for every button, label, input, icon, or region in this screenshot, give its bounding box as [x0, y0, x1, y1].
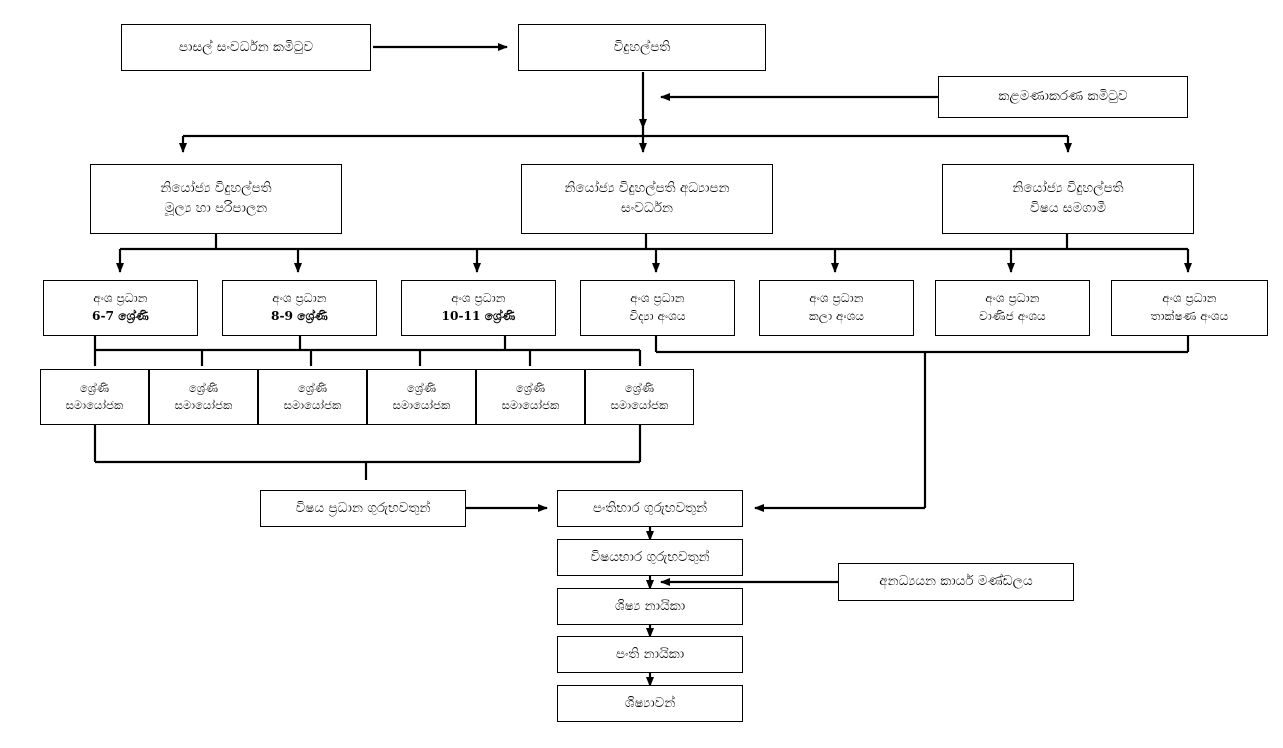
node-label-line2: සමායෝජක — [174, 398, 233, 412]
node-section-head-commerce[interactable]: අංශ ප්‍රධාන වාණිජ අංශය — [935, 280, 1090, 336]
node-label-line2: සමායෝජක — [283, 398, 342, 412]
node-section-head-science[interactable]: අංශ ප්‍රධාන විද්‍යා අංශය — [580, 280, 735, 336]
node-grade-coordinator-6[interactable]: ශ්‍රේණි සමායෝජක — [585, 369, 694, 425]
node-label: පංතිභාර ගුරුභවතුන් — [592, 499, 708, 516]
node-grade-coordinator-1[interactable]: ශ්‍රේණි සමායෝජක — [40, 369, 149, 425]
node-students[interactable]: ශිෂ්‍යාවන් — [557, 685, 743, 722]
node-grade-coordinator-2[interactable]: ශ්‍රේණි සමායෝජක — [149, 369, 258, 425]
node-label: විෂය ප්‍රධාන ගුරුභවතුන් — [295, 499, 431, 516]
node-subject-head-teachers[interactable]: විෂය ප්‍රධාන ගුරුභවතුන් — [260, 490, 466, 527]
node-grade-coordinator-4[interactable]: ශ්‍රේණි සමායෝජක — [367, 369, 476, 425]
node-label-line1: අංශ ප්‍රධාන — [630, 291, 685, 306]
node-label-line1: අංශ ප්‍රධාන — [1162, 291, 1217, 306]
node-label-line1: ශ්‍රේණි — [406, 381, 437, 396]
node-label-line2: 8-9 ශ්‍රේණි — [271, 309, 328, 323]
node-label: විෂයභාර ගුරුභවතුන් — [590, 548, 710, 565]
node-label-line2: විෂය සමගාමී — [1029, 200, 1107, 216]
node-grade-coordinator-3[interactable]: ශ්‍රේණි සමායෝජක — [258, 369, 367, 425]
node-label-line2: තාක්ෂණ අංශය — [1150, 309, 1229, 323]
node-non-academic-staff[interactable]: අනධ්‍යයන කාර්ය මණ්ඩලය — [838, 563, 1074, 601]
node-label: පංති නායිකා — [615, 645, 685, 662]
node-label-line1: නියෝජ්‍ය විදුහල්පති — [160, 180, 272, 197]
node-label-line1: නියෝජ්‍ය විදුහල්පති අධ්‍යාපන — [564, 180, 730, 197]
node-label-line1: ශ්‍රේණි — [188, 381, 219, 396]
node-label: පාසල් සංවර්ධන කමිටුව — [178, 38, 314, 55]
node-school-development-committee[interactable]: පාසල් සංවර්ධන කමිටුව — [121, 24, 371, 71]
node-label-line1: ශ්‍රේණි — [79, 381, 110, 396]
node-label-line2: වාණිජ අංශය — [979, 309, 1046, 323]
node-label-line2: සංවර්ධන — [621, 200, 673, 216]
node-label: ශිෂ්‍යාවන් — [624, 694, 676, 711]
node-label-line1: අංශ ප්‍රධාන — [985, 291, 1040, 306]
node-deputy-principal-education[interactable]: නියෝජ්‍ය විදුහල්පති අධ්‍යාපන සංවර්ධන — [521, 164, 773, 234]
node-label: ශිෂ්‍ය නායිකා — [614, 597, 686, 614]
node-label-line1: අංශ ප්‍රධාන — [451, 291, 506, 306]
node-principal[interactable]: විදුහල්පති — [518, 24, 766, 71]
node-label-line1: අංශ ප්‍රධාන — [272, 291, 327, 306]
node-label-line2: සමායෝජක — [65, 398, 124, 412]
node-label-line2: මූල්‍ය හා පරිපාලන — [164, 200, 268, 216]
node-label-line1: නියෝජ්‍ය විදුහල්පති — [1012, 180, 1124, 197]
node-subject-teachers[interactable]: විෂයභාර ගුරුභවතුන් — [557, 539, 743, 576]
node-section-head-grade-10-11[interactable]: අංශ ප්‍රධාන 10-11 ශ්‍රේණි — [401, 280, 556, 336]
node-label-line1: අංශ ප්‍රධාන — [809, 291, 864, 306]
node-label-line1: ශ්‍රේණි — [515, 381, 546, 396]
node-label-line2: කලා අංශය — [808, 309, 865, 323]
node-section-head-technology[interactable]: අංශ ප්‍රධාන තාක්ෂණ අංශය — [1111, 280, 1268, 336]
node-management-committee[interactable]: කළමණාකරණ කමිටුව — [938, 76, 1188, 118]
node-label: විදුහල්පති — [613, 38, 671, 55]
node-section-head-grade-8-9[interactable]: අංශ ප්‍රධාන 8-9 ශ්‍රේණි — [222, 280, 377, 336]
node-class-teachers[interactable]: පංතිභාර ගුරුභවතුන් — [557, 490, 743, 527]
node-label-line2: සමායෝජක — [501, 398, 560, 412]
node-label-line1: ශ්‍රේණි — [297, 381, 328, 396]
node-label-line2: 10-11 ශ්‍රේණි — [441, 309, 516, 323]
node-label: අනධ්‍යයන කාර්ය මණ්ඩලය — [879, 573, 1033, 590]
node-section-head-arts[interactable]: අංශ ප්‍රධාන කලා අංශය — [759, 280, 914, 336]
node-label-line2: සමායෝජක — [610, 398, 669, 412]
node-label-line2: 6-7 ශ්‍රේණි — [92, 309, 149, 323]
node-grade-coordinator-5[interactable]: ශ්‍රේණි සමායෝජක — [476, 369, 585, 425]
node-label-line2: විද්‍යා අංශය — [629, 309, 686, 323]
node-head-prefect[interactable]: ශිෂ්‍ය නායිකා — [557, 588, 743, 625]
node-deputy-principal-subject[interactable]: නියෝජ්‍ය විදුහල්පති විෂය සමගාමී — [942, 164, 1194, 234]
node-label-line1: ශ්‍රේණි — [624, 381, 655, 396]
node-deputy-principal-finance[interactable]: නියෝජ්‍ය විදුහල්පති මූල්‍ය හා පරිපාලන — [90, 164, 342, 234]
node-class-monitor[interactable]: පංති නායිකා — [557, 636, 743, 673]
node-label: කළමණාකරණ කමිටුව — [998, 88, 1128, 105]
node-label-line1: අංශ ප්‍රධාන — [93, 291, 148, 306]
node-section-head-grade-6-7[interactable]: අංශ ප්‍රධාන 6-7 ශ්‍රේණි — [43, 280, 198, 336]
node-label-line2: සමායෝජක — [392, 398, 451, 412]
